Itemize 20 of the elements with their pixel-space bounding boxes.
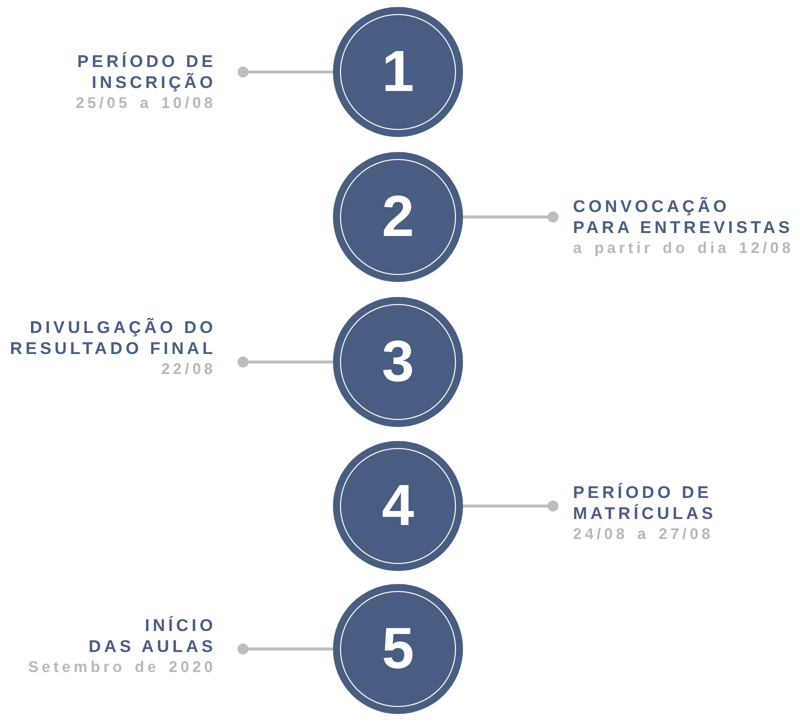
step-title: CONVOCAÇÃO PARA ENTREVISTAS (573, 196, 793, 238)
step-date: a partir do dia 12/08 (573, 239, 794, 259)
step-number: 1 (382, 43, 414, 101)
leader-line (238, 356, 333, 368)
step-title: INÍCIO DAS AULAS (88, 615, 216, 657)
step-number: 2 (382, 188, 414, 246)
step-date: 22/08 (161, 360, 216, 380)
leader-line (238, 644, 333, 654)
step-title: PERÍODO DE INSCRIÇÃO (77, 51, 216, 93)
step-number: 3 (382, 333, 414, 391)
step-number: 4 (382, 477, 414, 535)
step-title: PERÍODO DE MATRÍCULAS (573, 482, 716, 524)
step-title: DIVULGAÇÃO DO RESULTADO FINAL (10, 317, 216, 359)
leader-line (463, 500, 558, 512)
step-date: 25/05 a 10/08 (76, 94, 216, 114)
step-number: 5 (382, 620, 414, 678)
step-date: Setembro de 2020 (28, 658, 216, 678)
step-date: 24/08 a 27/08 (573, 525, 714, 545)
leader-line (463, 212, 558, 222)
leader-line (238, 66, 333, 78)
